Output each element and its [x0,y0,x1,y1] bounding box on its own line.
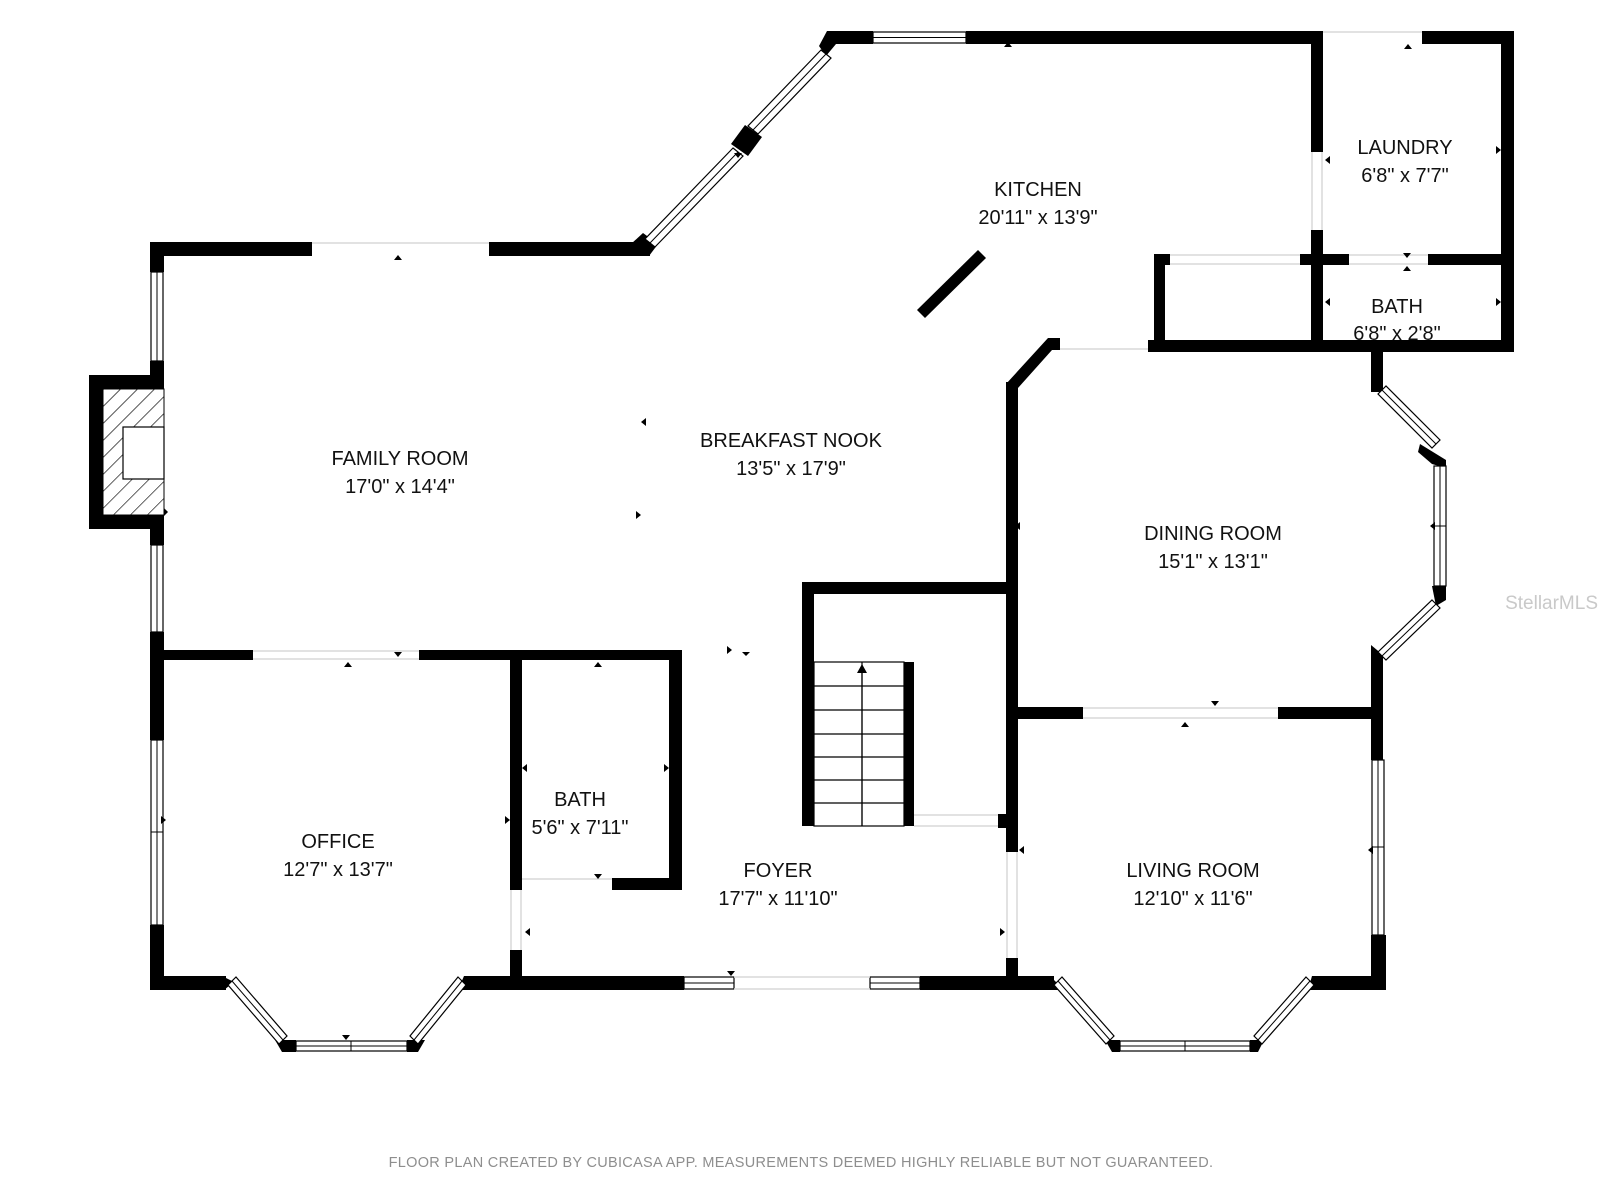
staircase [813,661,905,827]
windows [150,31,1447,1052]
kitchen-name: KITCHEN [994,179,1082,201]
lower-bath-dimensions: 5'6" x 7'11" [531,817,628,839]
walls [89,31,1514,1052]
breakfast-nook-name: BREAKFAST NOOK [700,430,883,452]
kitchen-dimensions: 20'11" x 13'9" [978,207,1097,229]
breakfast-nook-dimensions: 13'5" x 17'9" [736,458,846,480]
upper-bath-dimensions: 6'8" x 2'8" [1353,323,1440,345]
door-openings [253,31,1428,990]
upper-bath-name: BATH [1371,296,1423,318]
dining-room-dimensions: 15'1" x 13'1" [1158,551,1268,573]
dining-room-name: DINING ROOM [1144,523,1282,545]
footer-disclaimer: FLOOR PLAN CREATED BY CUBICASA APP. MEAS… [389,1155,1214,1171]
watermark: StellarMLS [1505,593,1598,614]
laundry-dimensions: 6'8" x 7'7" [1361,165,1448,187]
office-name: OFFICE [301,831,374,853]
family-room-name: FAMILY ROOM [331,448,468,470]
living-room-name: LIVING ROOM [1126,860,1259,882]
lower-bath-name: BATH [554,789,606,811]
room-labels: KITCHEN 20'11" x 13'9" LAUNDRY 6'8" x 7'… [283,137,1452,910]
stair-arrow-icon [857,664,867,673]
foyer-name: FOYER [744,860,813,882]
opening-markers [161,42,1501,1040]
living-room-dimensions: 12'10" x 11'6" [1133,888,1252,910]
family-room-dimensions: 17'0" x 14'4" [345,476,455,498]
foyer-dimensions: 17'7" x 11'10" [718,888,837,910]
office-dimensions: 12'7" x 13'7" [283,859,393,881]
laundry-name: LAUNDRY [1357,137,1452,159]
